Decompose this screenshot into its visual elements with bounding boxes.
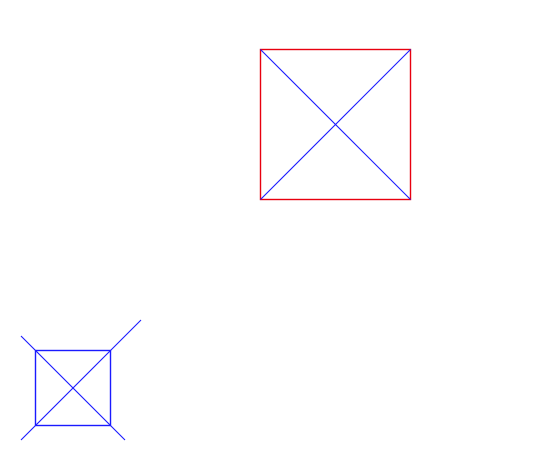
small-square-group <box>20 319 142 441</box>
large-square-outline <box>259 48 412 201</box>
large-square-group <box>259 48 412 201</box>
small-square-outline <box>34 349 112 427</box>
small-square-diagonal-ascending <box>20 319 142 441</box>
large-square-diagonal-ascending <box>260 49 411 200</box>
